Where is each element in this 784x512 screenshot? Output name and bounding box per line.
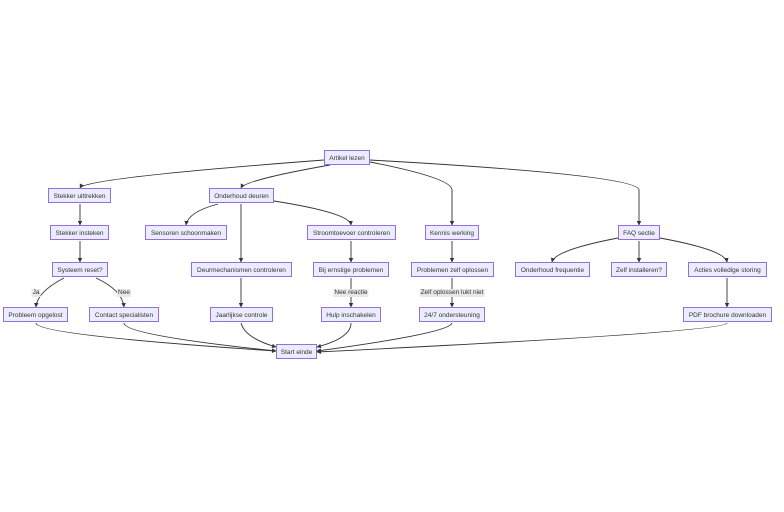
node-faq-sectie[interactable]: FAQ sectie [618, 225, 660, 240]
edge-e-o [659, 237, 729, 263]
edge-s-v [316, 322, 352, 349]
node-stroomtoevoer-controleren[interactable]: Stroomtoevoer controleren [307, 225, 396, 240]
edge-e-m [550, 237, 619, 263]
node-hulp-inschakelen[interactable]: Hulp inschakelen [321, 307, 381, 322]
node-systeem-reset[interactable]: Systeem reset? [52, 262, 108, 277]
node-artikel-lezen[interactable]: Artikel lezen [324, 150, 370, 165]
node-kennis-werking[interactable]: Kennis werking [425, 225, 479, 240]
edge-r-v [240, 322, 277, 349]
node-pdf-brochure-downloaden[interactable]: PDF brochure downloaden [683, 307, 772, 322]
node-contact-specialisten[interactable]: Contact specialisten [89, 307, 159, 322]
edge-u-v [316, 322, 728, 355]
edge-i-q [95, 277, 126, 308]
node-24-7-ondersteuning[interactable]: 24/7 ondersteuning [419, 307, 485, 322]
edge-i-p [34, 277, 65, 308]
node-zelf-installeren[interactable]: Zelf installeren? [611, 262, 667, 277]
edge-label-ja: Ja [31, 289, 41, 297]
edge-a-e [369, 159, 642, 226]
node-jaarlijkse-controle[interactable]: Jaarlijkse controle [210, 307, 273, 322]
edge-c-h [273, 200, 353, 226]
node-bij-ernstige-problemen[interactable]: Bij ernstige problemen [313, 262, 389, 277]
node-deurmechanismen-controleren[interactable]: Deurmechanismen controleren [191, 262, 292, 277]
edge-c-g [184, 203, 219, 226]
node-onderhoud-deuren[interactable]: Onderhoud deuren [209, 188, 274, 203]
node-stekker-insteken[interactable]: Stekker insteken [50, 225, 109, 240]
node-stekker-uittrekken[interactable]: Stekker uittrekken [48, 188, 111, 203]
edge-label-nee-reactie: Nee reactie [333, 289, 369, 297]
edge-a-b [79, 159, 325, 189]
node-sensoren-schoonmaken[interactable]: Sensoren schoonmaken [145, 225, 227, 240]
node-acties-volledige-storing[interactable]: Acties volledige storing [688, 262, 767, 277]
node-start-einde[interactable]: Start einde [276, 344, 317, 359]
edge-p-v [35, 322, 277, 353]
edge-a-c [240, 164, 331, 189]
node-problemen-zelf-oplossen[interactable]: Problemen zelf oplossen [411, 262, 494, 277]
edge-label-zelf-oplossen-lukt-niet: Zelf oplossen lukt niet [419, 289, 485, 297]
edge-t-v [316, 322, 453, 353]
edge-a-d [369, 161, 455, 226]
edge-label-nee: Nee [117, 289, 131, 297]
node-onderhoud-frequentie[interactable]: Onderhoud frequentie [515, 262, 590, 277]
edge-q-v [123, 322, 277, 353]
node-probleem-opgelost[interactable]: Probleem opgelost [3, 307, 68, 322]
